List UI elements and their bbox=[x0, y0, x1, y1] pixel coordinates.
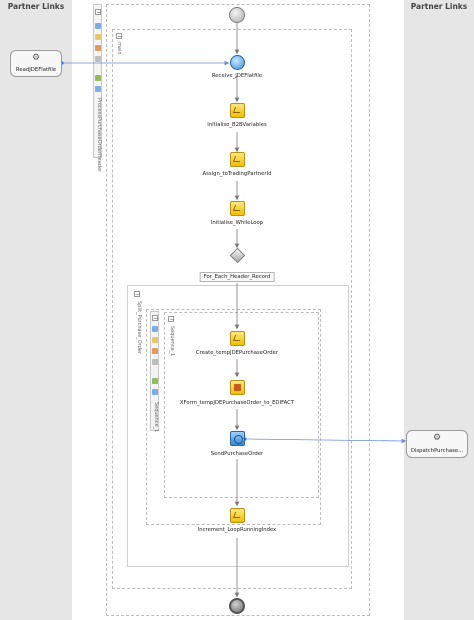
main-collapse-icon[interactable]: − bbox=[116, 33, 123, 40]
activity-label: XForm_tempJDEPurchaseOrder_to_EDIFACT bbox=[179, 400, 295, 406]
activity-label: Initialise_B2BVariables bbox=[207, 122, 267, 128]
main-sequence bbox=[112, 29, 352, 589]
sequence-collapse-icon[interactable]: − bbox=[152, 315, 159, 322]
partner-link-label: DispatchPurchase... bbox=[410, 448, 464, 454]
seq-fault-icon[interactable] bbox=[152, 348, 158, 354]
fault-handler-icon[interactable] bbox=[95, 45, 101, 51]
activity-label: Increment_LoopRunningIndex bbox=[197, 527, 277, 533]
sequence-inner bbox=[164, 312, 319, 498]
assign-activity-icon[interactable] bbox=[230, 201, 245, 216]
assign-activity-icon[interactable] bbox=[230, 152, 245, 167]
compensation-icon[interactable] bbox=[95, 75, 101, 81]
partner-link-readjdeflatfile[interactable]: ⚙ ReadJDEFlatfile bbox=[10, 50, 62, 77]
seq-termination-icon[interactable] bbox=[152, 389, 158, 395]
gear-icon: ⚙ bbox=[31, 53, 41, 63]
receive-activity-icon[interactable] bbox=[230, 55, 245, 70]
assign-activity-icon[interactable] bbox=[230, 103, 245, 118]
left-partner-links-title: Partner Links bbox=[7, 2, 65, 11]
variables-icon[interactable] bbox=[95, 23, 101, 29]
right-partner-links-title: Partner Links bbox=[410, 2, 468, 11]
collapse-icon[interactable]: − bbox=[95, 9, 102, 16]
activity-label: SendPurchaseOrder bbox=[210, 451, 264, 457]
seq-compensation-icon[interactable] bbox=[152, 378, 158, 384]
activity-label: Create_tempJDEPurchaseOrder bbox=[195, 350, 279, 356]
right-partner-links-column: Partner Links bbox=[404, 0, 474, 620]
sequence-inner-collapse-icon[interactable]: − bbox=[168, 316, 175, 323]
transform-activity-icon[interactable] bbox=[230, 380, 245, 395]
process-boundary bbox=[106, 4, 370, 616]
end-node[interactable] bbox=[229, 598, 245, 614]
left-partner-links-column: Partner Links bbox=[0, 0, 72, 620]
while-scope bbox=[127, 285, 349, 567]
while-collapse-icon[interactable]: − bbox=[134, 291, 141, 298]
partner-link-label: ReadJDEFlatfile bbox=[15, 67, 57, 73]
assign-activity-icon[interactable] bbox=[230, 331, 245, 346]
partner-link-dispatchpurchase[interactable]: ⚙ DispatchPurchase... bbox=[406, 430, 468, 458]
correlation-icon[interactable] bbox=[95, 34, 101, 40]
while-activity-label[interactable]: For_Each_Header_Record bbox=[199, 272, 275, 282]
seq-variables-icon[interactable] bbox=[152, 326, 158, 332]
activity-label: Receive_JDEFlatfile bbox=[211, 73, 263, 79]
partner-link-line-invoke bbox=[246, 438, 407, 444]
gear-icon: ⚙ bbox=[432, 433, 442, 443]
seq-correlation-icon[interactable] bbox=[152, 337, 158, 343]
process-scope-tab[interactable]: − ProcessPurchaseOrderHeader bbox=[93, 4, 102, 172]
activity-label: Initialise_WhileLoop bbox=[210, 220, 264, 226]
activity-label: Assign_toTradingPartnerId bbox=[202, 171, 272, 177]
sequence-scope bbox=[146, 309, 321, 525]
seq-event-icon[interactable] bbox=[152, 359, 158, 365]
sequence-scope-tab[interactable]: − Sequence_1 bbox=[150, 311, 159, 432]
termination-icon[interactable] bbox=[95, 86, 101, 92]
event-handler-icon[interactable] bbox=[95, 56, 101, 62]
invoke-activity-icon[interactable] bbox=[230, 431, 245, 446]
start-node[interactable] bbox=[229, 7, 245, 23]
assign-activity-icon[interactable] bbox=[230, 508, 245, 523]
